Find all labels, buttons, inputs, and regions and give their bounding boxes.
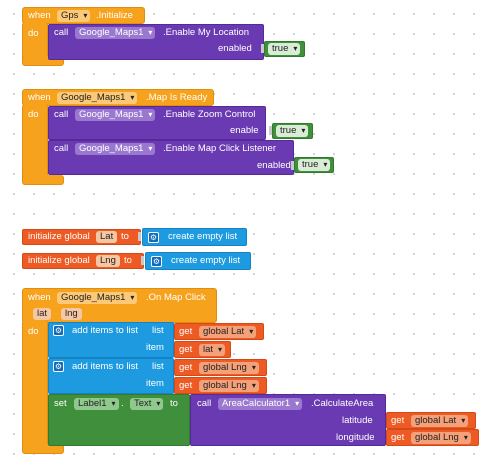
list-socket-label: list — [152, 325, 164, 336]
event-block-map-is-ready-footer — [22, 175, 64, 185]
method-name: .Enable Map Click Listener — [163, 143, 276, 154]
create-empty-list-label: create empty list — [171, 255, 241, 266]
boolean-dropdown[interactable]: true — [268, 43, 301, 55]
component-dropdown[interactable]: Google_Maps1 — [75, 109, 156, 121]
longitude-param-label: longitude — [336, 432, 375, 443]
method-name: .CalculateArea — [311, 398, 374, 409]
property-dropdown[interactable]: Text — [130, 398, 164, 410]
method-name: .Enable My Location — [163, 27, 250, 38]
event-param-lng[interactable]: lng — [61, 308, 82, 320]
socket-tab — [138, 232, 141, 241]
param-label: enable — [230, 125, 259, 136]
to-keyword: to — [170, 398, 178, 409]
dot-separator: . — [121, 398, 124, 409]
add-items-to-list-block[interactable] — [48, 358, 174, 394]
variable-dropdown[interactable]: lat — [199, 344, 226, 356]
item-socket-label: item — [146, 342, 164, 353]
gear-icon[interactable]: ⚙ — [148, 232, 159, 243]
event-name: .Initialize — [96, 10, 133, 21]
boolean-dropdown[interactable]: true — [298, 159, 331, 171]
add-items-label: add items to list — [72, 325, 138, 336]
get-keyword: get — [179, 326, 193, 337]
to-keyword: to — [124, 255, 132, 266]
component-dropdown[interactable]: Label1 — [74, 398, 119, 410]
component-dropdown[interactable]: AreaCalculator1 — [218, 398, 303, 410]
socket-tab — [261, 44, 264, 53]
add-items-to-list-block[interactable] — [48, 322, 174, 358]
event-name: .Map Is Ready — [146, 92, 208, 103]
get-keyword: get — [179, 380, 193, 391]
do-keyword: do — [28, 326, 39, 337]
variable-dropdown[interactable]: global Lng — [199, 362, 259, 374]
add-items-label: add items to list — [72, 361, 138, 372]
variable-dropdown[interactable]: global Lng — [199, 380, 259, 392]
event-block-on-map-click-footer — [22, 444, 64, 454]
variable-dropdown[interactable]: global Lng — [411, 432, 471, 444]
gear-icon[interactable]: ⚙ — [53, 325, 64, 336]
boolean-dropdown[interactable]: true — [276, 125, 309, 137]
get-keyword: get — [179, 362, 193, 373]
component-dropdown[interactable]: Google_Maps1 — [57, 292, 138, 304]
get-keyword: get — [179, 344, 193, 355]
call-keyword: call — [54, 143, 69, 154]
socket-tab — [141, 256, 144, 265]
component-dropdown[interactable]: Google_Maps1 — [75, 143, 156, 155]
when-keyword: when — [28, 292, 51, 303]
event-param-lat[interactable]: lat — [33, 308, 52, 320]
do-keyword: do — [28, 109, 39, 120]
event-block-map-is-ready-body — [22, 104, 48, 184]
create-empty-list-block[interactable] — [145, 252, 251, 270]
create-empty-list-label: create empty list — [168, 231, 238, 242]
create-empty-list-block[interactable] — [142, 228, 247, 246]
set-keyword: set — [54, 398, 67, 409]
socket-tab — [269, 126, 272, 135]
when-keyword: when — [28, 10, 51, 21]
variable-name-field[interactable]: Lat — [96, 231, 118, 243]
socket-tab — [291, 161, 294, 170]
initialize-global-label: initialize global — [28, 231, 90, 242]
initialize-global-label: initialize global — [28, 255, 90, 266]
do-keyword: do — [28, 28, 39, 39]
component-dropdown[interactable]: Gps — [57, 10, 91, 22]
param-label: enabled — [218, 43, 252, 54]
to-keyword: to — [121, 231, 129, 242]
true-boolean-block[interactable]: true — [294, 157, 334, 173]
get-keyword: get — [391, 432, 405, 443]
variable-name-field[interactable]: Lng — [96, 255, 120, 267]
call-keyword: call — [54, 27, 69, 38]
method-name: .Enable Zoom Control — [163, 109, 256, 120]
call-keyword: call — [54, 109, 69, 120]
latitude-param-label: latitude — [342, 415, 373, 426]
true-boolean-block[interactable]: true — [264, 41, 305, 57]
item-socket-label: item — [146, 378, 164, 389]
variable-dropdown[interactable]: global Lat — [199, 326, 257, 338]
event-block-on-map-click-body — [22, 320, 48, 453]
event-name: .On Map Click — [146, 292, 206, 303]
variable-dropdown[interactable]: global Lat — [411, 415, 469, 427]
event-block-gps-initialize-footer — [22, 56, 64, 66]
set-label1-text-block[interactable] — [48, 394, 190, 446]
get-keyword: get — [391, 415, 405, 426]
component-dropdown[interactable]: Google_Maps1 — [57, 92, 138, 104]
list-socket-label: list — [152, 361, 164, 372]
call-keyword: call — [197, 398, 212, 409]
when-keyword: when — [28, 92, 51, 103]
gear-icon[interactable]: ⚙ — [53, 361, 64, 372]
component-dropdown[interactable]: Google_Maps1 — [75, 27, 156, 39]
true-boolean-block[interactable]: true — [272, 123, 313, 139]
gear-icon[interactable]: ⚙ — [151, 256, 162, 267]
param-label: enabled — [257, 160, 291, 171]
